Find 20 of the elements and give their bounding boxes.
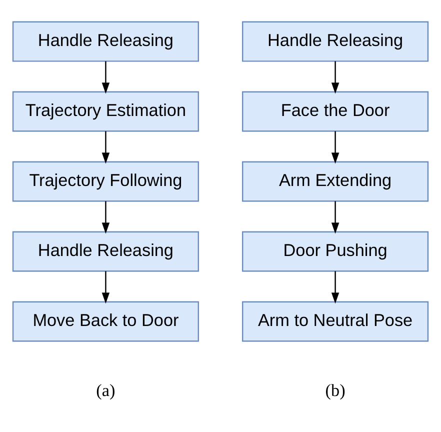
arrow bbox=[102, 270, 110, 304]
node-box: Arm to Neutral Pose bbox=[242, 300, 429, 342]
node-box: Trajectory Following bbox=[12, 160, 200, 202]
node-box: Face the Door bbox=[242, 90, 429, 132]
arrow bbox=[331, 130, 340, 164]
arrow bbox=[331, 200, 340, 234]
node-box: Handle Releasing bbox=[12, 230, 200, 272]
node-box: Door Pushing bbox=[242, 230, 429, 272]
node-box: Move Back to Door bbox=[12, 300, 200, 342]
node-box: Trajectory Estimation bbox=[12, 90, 200, 132]
arrow bbox=[331, 270, 340, 304]
node-box: Arm Extending bbox=[242, 160, 429, 202]
label: (b) bbox=[325, 380, 346, 400]
node-box: Handle Releasing bbox=[12, 20, 200, 62]
arrow bbox=[102, 60, 110, 94]
arrow bbox=[331, 60, 340, 94]
arrow bbox=[102, 130, 110, 164]
node-box: Handle Releasing bbox=[242, 20, 429, 62]
arrow bbox=[102, 200, 110, 234]
label: (a) bbox=[96, 380, 116, 400]
